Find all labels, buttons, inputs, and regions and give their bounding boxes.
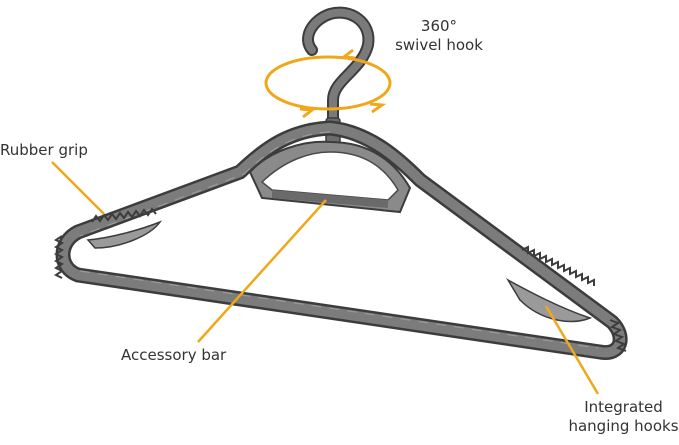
- hanging-label-line2: hanging hooks: [568, 417, 679, 435]
- rubber-grip-right: [521, 245, 627, 352]
- hanging-hook-right: [505, 278, 593, 323]
- swivel-rotation-arrow: [264, 55, 392, 111]
- swivel-label-line1: 360°: [420, 17, 458, 35]
- rubber-grip-left: [54, 207, 157, 279]
- rubber-grip-label: Rubber grip: [0, 141, 88, 159]
- arrowhead-top: [340, 48, 356, 60]
- hanging-hooks-leader: [544, 305, 600, 395]
- hanging-label-line1: Integrated: [584, 398, 663, 416]
- accessory-bar-leader: [197, 199, 327, 343]
- arrowhead-left: [299, 107, 316, 119]
- arrowhead-right: [369, 102, 387, 114]
- accessory-bar-label: Accessory bar: [121, 346, 227, 364]
- rubber-grip-leader: [51, 161, 105, 215]
- swivel-label-line2: swivel hook: [395, 36, 483, 54]
- hanging-hook-left: [86, 220, 163, 249]
- swivel-hook-label: 360° swivel hook: [384, 17, 494, 55]
- hanging-hooks-label: Integrated hanging hooks: [568, 398, 679, 436]
